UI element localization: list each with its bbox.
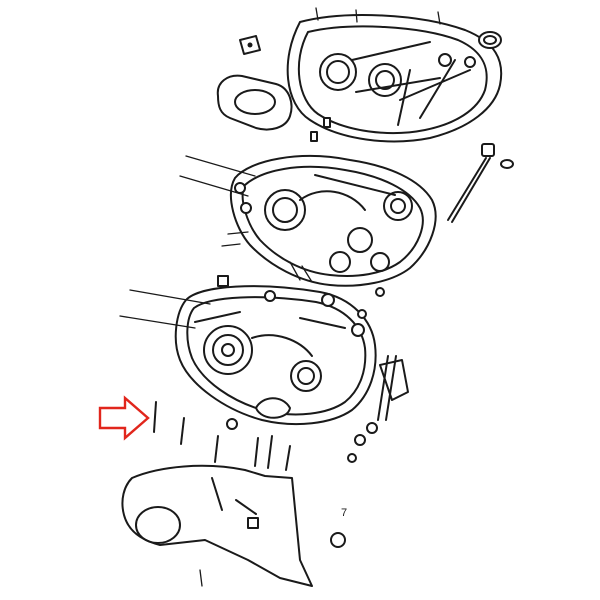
inner-primary-cover	[179, 155, 437, 287]
dowel-pins	[310, 117, 331, 142]
outer-primary-cover	[286, 7, 503, 143]
part-label-7: 7	[341, 507, 347, 519]
outer-cover-plate	[121, 464, 346, 587]
right-arrow-icon	[98, 395, 150, 441]
screw-set	[153, 401, 378, 471]
crankcase	[119, 275, 377, 426]
kickstart-assembly	[357, 287, 409, 421]
inspection-window-cover	[216, 74, 293, 131]
inspection-cap	[239, 35, 261, 55]
dipstick	[447, 143, 514, 223]
